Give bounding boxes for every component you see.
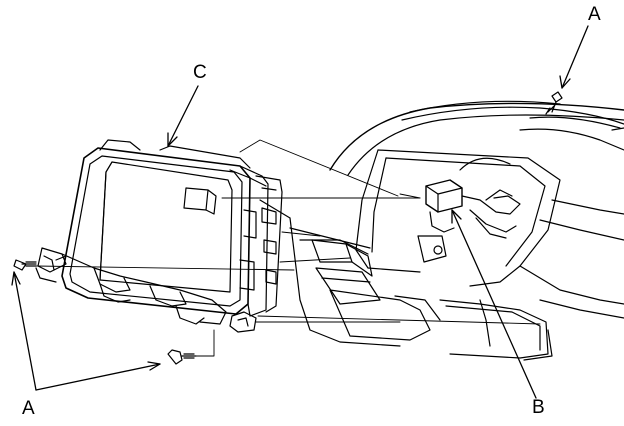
display-panel-c [35, 139, 283, 333]
callout-b: B [532, 397, 545, 418]
callout-a-top: A [588, 4, 601, 25]
dashboard-body [259, 100, 624, 361]
callout-c: C [193, 62, 207, 83]
screws-a [13, 91, 563, 365]
callout-arrows [11, 25, 589, 399]
connector-b-bracket [425, 179, 521, 239]
callout-a-bottom: A [22, 398, 35, 419]
leader-lines [35, 139, 541, 357]
